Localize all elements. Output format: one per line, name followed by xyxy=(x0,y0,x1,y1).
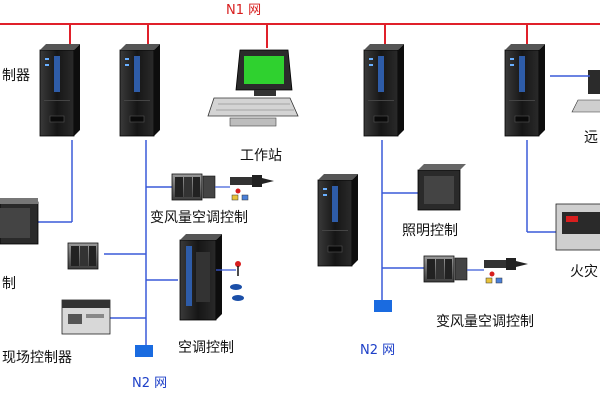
n2-right-label: N2 网 xyxy=(360,343,395,358)
controller-label-top-left: 制器 xyxy=(2,68,30,84)
n1-label-bg xyxy=(222,0,280,17)
field-controller-label: 现场控制器 xyxy=(2,350,72,366)
ac-control-cabinet xyxy=(179,234,222,321)
middle-server xyxy=(317,173,359,267)
controller-server-3 xyxy=(363,43,405,137)
n2-right-node xyxy=(374,300,392,312)
controller-server-4 xyxy=(504,43,546,137)
remote-label: 远 xyxy=(584,130,598,146)
left-panel-device xyxy=(0,198,39,245)
left-controller-module xyxy=(67,242,99,270)
controller-server-2 xyxy=(119,43,161,137)
lighting-label: 照明控制 xyxy=(402,223,458,239)
ac-control-label: 空调控制 xyxy=(178,340,234,356)
fire-label: 火灾 xyxy=(570,263,598,280)
workstation-label: 工作站 xyxy=(240,148,282,164)
n2-left-node xyxy=(135,345,153,357)
remote-terminal xyxy=(571,70,600,113)
workstation-computer xyxy=(207,49,299,127)
controller-server-1 xyxy=(39,43,81,137)
vav-left-module xyxy=(171,173,203,201)
fire-alarm-panel xyxy=(555,203,600,251)
left-middle-label: 制 xyxy=(2,276,16,292)
vav-left-module-b xyxy=(202,175,216,199)
vav-right-label: 变风量空调控制 xyxy=(436,314,534,330)
workstation-screen xyxy=(244,56,284,84)
n2-left-label: N2 网 xyxy=(132,376,167,391)
ac-sensor-group xyxy=(216,261,244,301)
lighting-controller xyxy=(417,164,466,211)
field-controller-device xyxy=(61,299,111,335)
vav-right-actuator xyxy=(483,257,529,284)
n1-network-label: N1 网 xyxy=(226,3,261,18)
vav-right-module xyxy=(423,255,455,283)
vav-right-module-b xyxy=(454,257,468,281)
vav-left-actuator xyxy=(229,174,275,201)
vav-left-label: 变风量空调控制 xyxy=(150,210,248,226)
